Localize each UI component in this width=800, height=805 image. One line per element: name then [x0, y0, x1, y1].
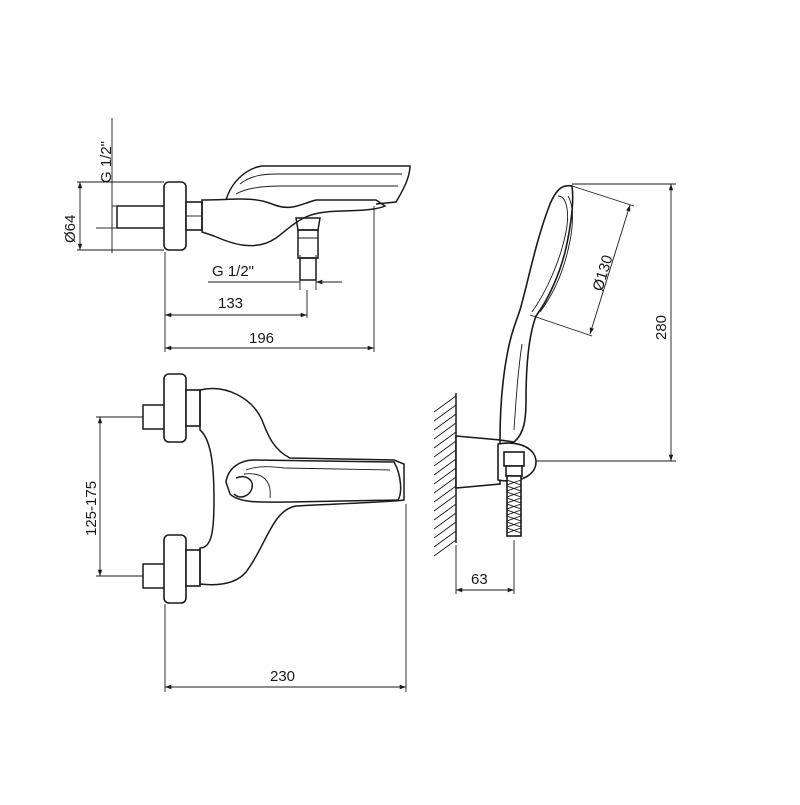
front-view-dimensions: 125-175 230 — [83, 416, 407, 692]
front-lower-rosette — [163, 534, 187, 604]
holder-clip — [503, 451, 525, 467]
label-outlet-thread: G 1/2" — [212, 263, 254, 280]
shower-hose — [506, 475, 522, 537]
label-wall-offset: 63 — [471, 571, 488, 588]
hose-segment — [506, 475, 522, 537]
front-upper-connector — [142, 404, 166, 430]
label-centers: 125-175 — [83, 481, 100, 536]
top-rosette — [163, 181, 187, 251]
label-width: 230 — [270, 668, 295, 685]
holder-bracket — [455, 435, 501, 489]
top-mixer-body — [201, 198, 387, 247]
front-upper-rosette — [163, 373, 187, 443]
label-rosette-diameter: Ø64 — [62, 215, 79, 243]
top-view-dimensions: G 1/2" Ø64 G 1/2" 133 196 — [62, 118, 375, 352]
front-lower-connector — [142, 563, 166, 589]
label-depth-total: 196 — [249, 330, 274, 347]
hand-shower — [499, 184, 574, 443]
top-outlet-connector — [297, 229, 319, 259]
shower-holder — [455, 435, 537, 489]
top-view-mixer — [116, 165, 411, 281]
wall-hatching — [433, 395, 457, 557]
front-mixer-body — [199, 387, 405, 586]
top-inlet-connector — [116, 205, 166, 229]
shower-handle — [499, 184, 574, 443]
label-inlet-thread: G 1/2" — [98, 141, 115, 183]
wall-section — [433, 393, 457, 557]
label-shower-height: 280 — [653, 315, 670, 340]
front-view-mixer — [142, 373, 405, 604]
label-depth-outlet: 133 — [218, 295, 243, 312]
label-head-diameter: Ø130 — [590, 253, 617, 293]
front-lever — [225, 459, 402, 503]
top-lever — [225, 165, 411, 205]
front-lever-pivot — [233, 476, 254, 498]
